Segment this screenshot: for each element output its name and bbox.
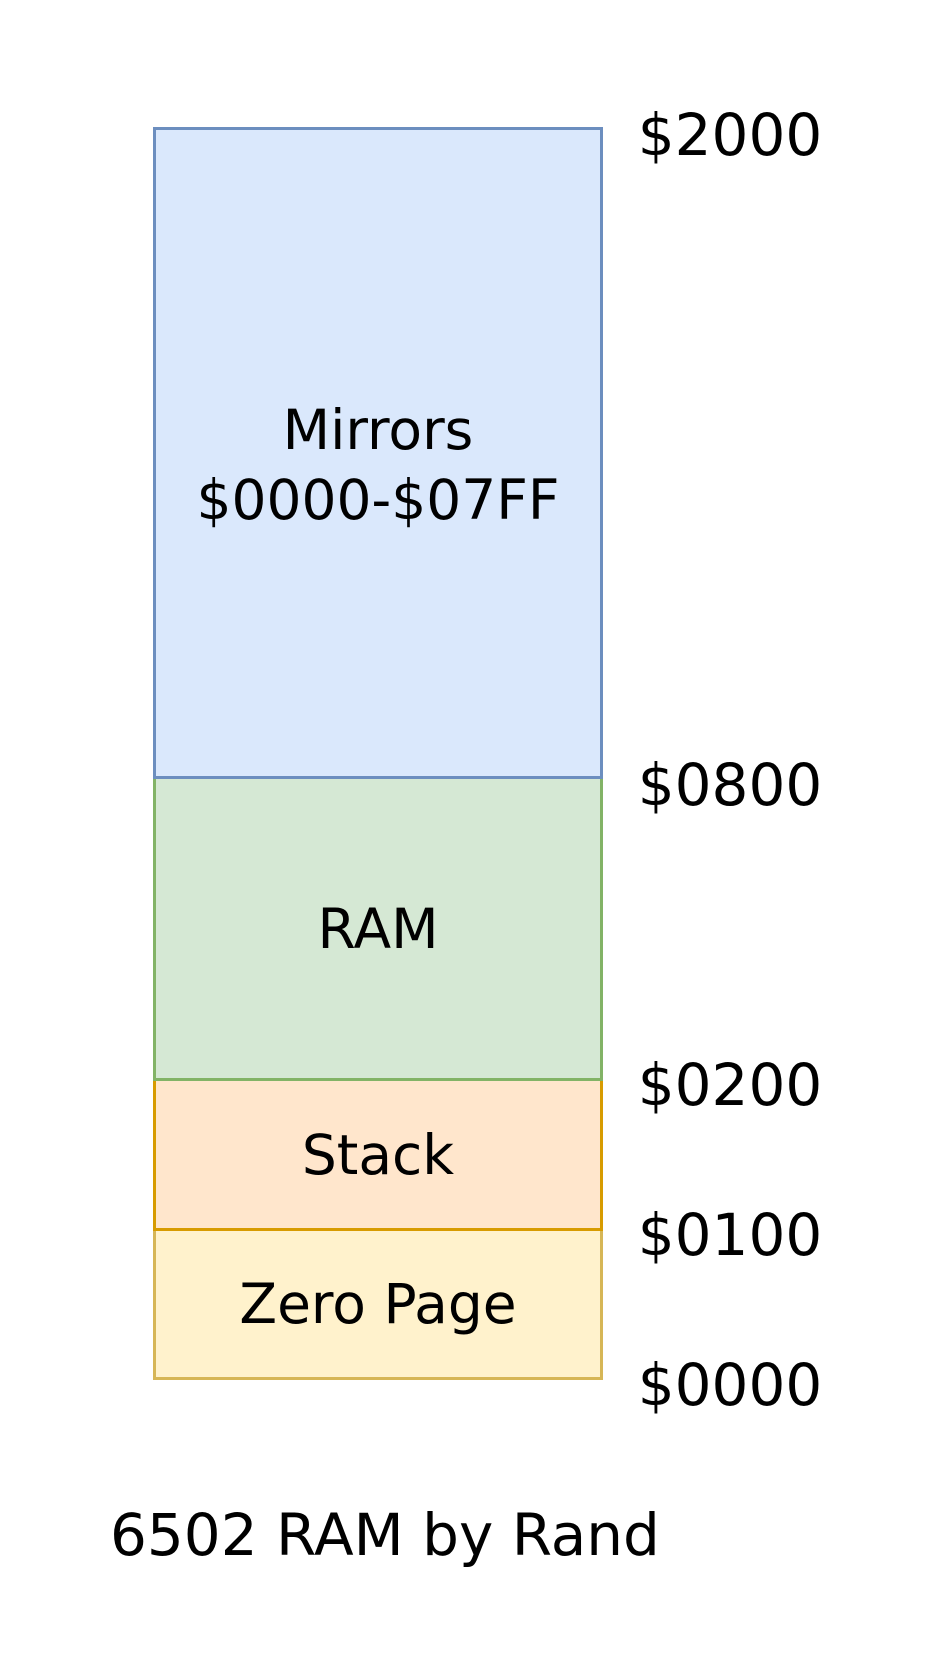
region-stack-label: Stack (301, 1122, 455, 1187)
region-ram-label: RAM (317, 896, 439, 961)
region-mirrors: Mirrors $0000-$07FF (153, 127, 603, 779)
region-ram: RAM (153, 776, 603, 1081)
region-zero-page: Zero Page (153, 1228, 603, 1380)
address-0200: $0200 (637, 1051, 823, 1119)
region-zero-page-label: Zero Page (239, 1272, 517, 1336)
address-2000: $2000 (637, 101, 823, 169)
address-0800: $0800 (637, 751, 823, 819)
address-0000: $0000 (637, 1351, 823, 1419)
region-mirrors-label: Mirrors $0000-$07FF (196, 398, 560, 532)
caption: 6502 RAM by Rand (110, 1501, 660, 1569)
region-stack: Stack (153, 1078, 603, 1231)
address-0100: $0100 (637, 1201, 823, 1269)
